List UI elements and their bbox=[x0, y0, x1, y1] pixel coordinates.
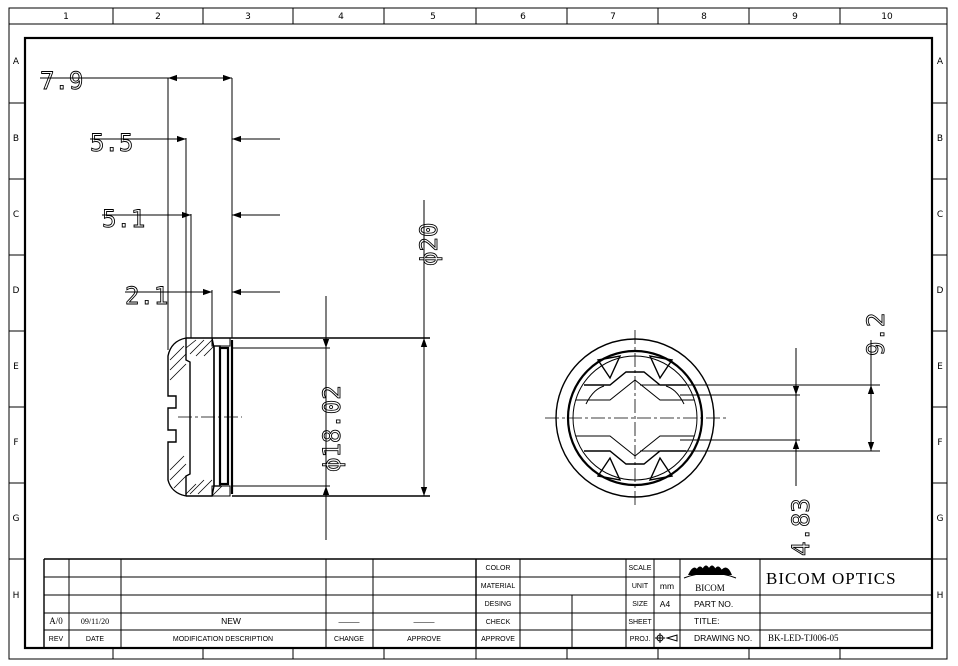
bicom-logo: BICOM bbox=[683, 565, 737, 593]
zone-row-h-right: H bbox=[937, 591, 944, 601]
dimension-9-2: 9.2 bbox=[862, 313, 890, 356]
company-name: BICOM OPTICS bbox=[766, 569, 897, 588]
zone-row-f-right: F bbox=[937, 438, 942, 448]
rev-label: REV bbox=[49, 636, 64, 643]
scale-label: SCALE bbox=[629, 565, 652, 572]
title-block: A/0 09/11/20 NEW ——— ——— REV DATE MODIFI… bbox=[43, 558, 932, 648]
description-value: NEW bbox=[221, 616, 241, 626]
approve-value: ——— bbox=[414, 619, 435, 626]
dimension-dia-20: ϕ20 bbox=[415, 223, 443, 266]
logo-text: BICOM bbox=[695, 583, 725, 593]
dimension-4-83: 4.83 bbox=[787, 498, 815, 556]
desing-label: DESING bbox=[485, 601, 512, 608]
zone-col-10: 10 bbox=[881, 12, 893, 22]
zone-row-d-right: D bbox=[937, 286, 944, 296]
zone-row-g-right: G bbox=[937, 514, 944, 524]
projection-symbol-icon bbox=[655, 633, 678, 643]
zone-col-8: 8 bbox=[701, 12, 707, 22]
approve2-label: APPROVE bbox=[481, 636, 515, 643]
dimension-2-1: 2.1 bbox=[125, 282, 168, 310]
title-label: TITLE: bbox=[694, 616, 720, 626]
zone-col-1: 1 bbox=[63, 12, 69, 22]
zone-col-2: 2 bbox=[155, 12, 161, 22]
zone-row-e: E bbox=[13, 362, 19, 372]
dimension-5-5: 5.5 bbox=[90, 129, 133, 157]
dimension-7-9: 7.9 bbox=[40, 67, 83, 95]
zone-row-b: B bbox=[13, 134, 19, 144]
zone-row-f: F bbox=[13, 438, 18, 448]
zone-col-4: 4 bbox=[338, 12, 344, 22]
side-view: 7.9 5.5 5.1 2.1 ϕ20 ϕ18.02 bbox=[40, 67, 443, 540]
rev-value: A/0 bbox=[49, 616, 63, 626]
zone-column-labels: 1 2 3 4 5 6 7 8 9 10 bbox=[63, 12, 893, 22]
sheet-label: SHEET bbox=[628, 619, 652, 626]
inner-frame bbox=[23, 36, 934, 650]
zone-row-e-right: E bbox=[937, 362, 943, 372]
check-label: CHECK bbox=[486, 619, 511, 626]
dimension-dia-18-02: ϕ18.02 bbox=[318, 385, 346, 472]
zone-col-7: 7 bbox=[610, 12, 616, 22]
zone-col-6: 6 bbox=[520, 12, 526, 22]
front-view: 9.2 4.83 bbox=[545, 312, 890, 556]
zone-row-labels-left: A B C D E F G H bbox=[13, 57, 20, 601]
size-value: A4 bbox=[660, 599, 671, 609]
zone-row-h: H bbox=[13, 591, 20, 601]
drawing-no-label: DRAWING NO. bbox=[694, 633, 752, 643]
date-value: 09/11/20 bbox=[81, 617, 109, 626]
zone-col-3: 3 bbox=[245, 12, 251, 22]
zone-col-9: 9 bbox=[792, 12, 798, 22]
zone-ticks bbox=[9, 8, 947, 659]
zone-row-c-right: C bbox=[937, 210, 943, 220]
zone-row-b-right: B bbox=[937, 134, 943, 144]
section-hatch-top bbox=[169, 339, 215, 381]
zone-row-a: A bbox=[13, 57, 20, 67]
part-no-label: PART NO. bbox=[694, 599, 733, 609]
description-label: MODIFICATION DESCRIPTION bbox=[173, 636, 273, 643]
drawing-no-value: BK-LED-TJ006-05 bbox=[768, 633, 839, 643]
change-label: CHANGE bbox=[334, 636, 364, 643]
zone-col-5: 5 bbox=[430, 12, 436, 22]
material-label: MATERIAL bbox=[481, 583, 516, 590]
zone-row-g: G bbox=[13, 514, 20, 524]
zone-row-a-right: A bbox=[937, 57, 944, 67]
proj-label: PROJ. bbox=[630, 636, 651, 643]
unit-value: mm bbox=[660, 581, 674, 591]
color-label: COLOR bbox=[486, 565, 511, 572]
date-label: DATE bbox=[86, 636, 104, 643]
outer-frame bbox=[8, 7, 948, 660]
zone-row-labels-right: A B C D E F G H bbox=[937, 57, 944, 601]
section-hatch-bottom bbox=[169, 455, 223, 497]
change-value: ——— bbox=[339, 619, 360, 626]
unit-label: UNIT bbox=[632, 583, 649, 590]
dimension-5-1: 5.1 bbox=[102, 205, 145, 233]
zone-row-d: D bbox=[13, 286, 20, 296]
approve-label: APPROVE bbox=[407, 636, 441, 643]
zone-row-c: C bbox=[13, 210, 19, 220]
size-label: SIZE bbox=[632, 601, 648, 608]
